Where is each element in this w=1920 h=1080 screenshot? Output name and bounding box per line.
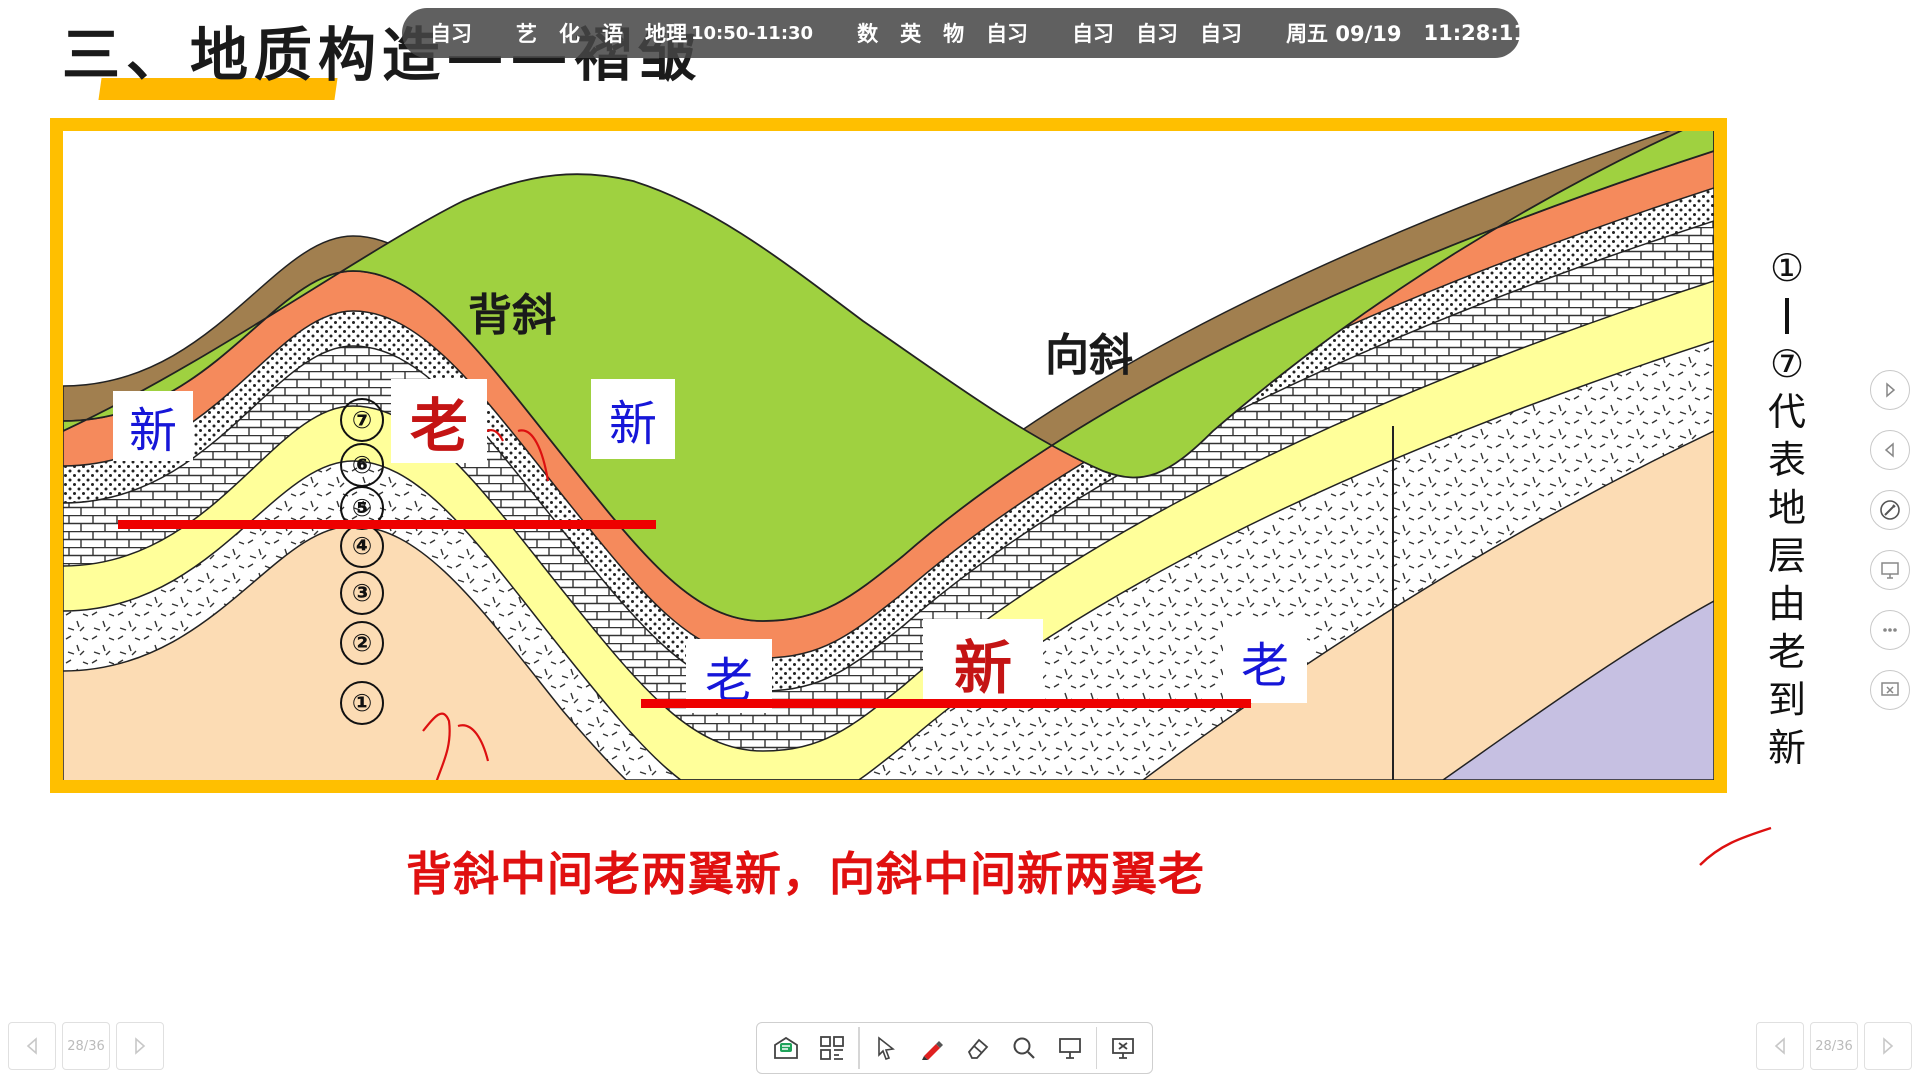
presentation-toolbar bbox=[756, 1022, 1153, 1074]
note-char: 层 bbox=[1767, 534, 1806, 578]
screen-share-icon[interactable] bbox=[1870, 550, 1910, 590]
note-char: 代 bbox=[1767, 390, 1806, 434]
schedule-period: 自习 bbox=[1072, 22, 1115, 46]
note-char: 由 bbox=[1767, 582, 1806, 626]
schedule-period: 物 bbox=[943, 22, 965, 46]
fold-diagram: 背斜 向斜 ① ② ③ ④ ⑤ ⑥ ⑦ 新 老 新 老 新 老 bbox=[50, 118, 1727, 793]
schedule-period: 自习 bbox=[1200, 22, 1243, 46]
schedule-period: 英 bbox=[900, 22, 922, 46]
strata-order-note: ① ⑦ 代 表 地 层 由 老 到 新 bbox=[1762, 244, 1812, 772]
note-char: 地 bbox=[1767, 486, 1806, 530]
schedule-period: 自习 bbox=[1136, 22, 1179, 46]
exit-fullscreen-icon[interactable] bbox=[1870, 670, 1910, 710]
fold-cross-section bbox=[63, 131, 1714, 780]
schedule-current-time: 10:50-11:30 bbox=[691, 22, 814, 44]
schedule-clock: 11:28:11 bbox=[1423, 21, 1528, 45]
end-show-icon[interactable] bbox=[1100, 1025, 1146, 1071]
syncline-right-label: 老 bbox=[1223, 619, 1307, 703]
syncline-red-line bbox=[641, 699, 1251, 708]
layer-number-7: ⑦ bbox=[340, 398, 384, 442]
message-icon[interactable] bbox=[763, 1025, 809, 1071]
next-page-button[interactable] bbox=[116, 1022, 164, 1070]
layer-number-3: ③ bbox=[340, 571, 384, 615]
schedule-period: 化 bbox=[559, 22, 580, 46]
schedule-period: 自习 bbox=[986, 22, 1029, 46]
toolbar-separator bbox=[858, 1027, 860, 1069]
anticline-center-label: 老 bbox=[391, 379, 487, 463]
anticline-label: 背斜 bbox=[468, 290, 556, 341]
prev-page-button[interactable] bbox=[1756, 1022, 1804, 1070]
eraser-icon[interactable] bbox=[955, 1025, 1001, 1071]
layer-number-6: ⑥ bbox=[340, 443, 384, 487]
syncline-center-label: 新 bbox=[923, 619, 1043, 707]
syncline-label: 向斜 bbox=[1045, 330, 1133, 381]
note-char: 到 bbox=[1767, 678, 1806, 722]
play-next-icon[interactable] bbox=[1870, 370, 1910, 410]
class-schedule-bar: 自习 艺 化 语 地理 10:50-11:30 数 英 物 自习 自习 自习 自… bbox=[402, 8, 1528, 58]
ground-surface bbox=[63, 131, 1714, 622]
schedule-period: 数 bbox=[857, 22, 879, 46]
schedule-period: 语 bbox=[602, 22, 623, 46]
page-indicator: 28/36 bbox=[62, 1022, 110, 1070]
page-nav-left: 28/36 bbox=[8, 1022, 164, 1070]
layer-number-1: ① bbox=[340, 681, 384, 725]
magnifier-icon[interactable] bbox=[1001, 1025, 1047, 1071]
schedule-period-current: 地理 bbox=[645, 22, 687, 46]
note-end-number: ⑦ bbox=[1769, 342, 1805, 386]
layer-number-5: ⑤ bbox=[340, 486, 384, 530]
basement-layer bbox=[1441, 600, 1714, 780]
next-page-button[interactable] bbox=[1864, 1022, 1912, 1070]
toolbar-separator bbox=[1095, 1027, 1097, 1069]
prev-page-button[interactable] bbox=[8, 1022, 56, 1070]
page-indicator: 28/36 bbox=[1810, 1022, 1858, 1070]
note-char: 新 bbox=[1767, 726, 1806, 770]
handwriting-stroke bbox=[1699, 826, 1772, 866]
schedule-day-date: 周五 09/19 bbox=[1286, 22, 1402, 46]
pointer-icon[interactable] bbox=[863, 1025, 909, 1071]
note-range-bar bbox=[1785, 298, 1789, 334]
whiteboard-icon[interactable] bbox=[1047, 1025, 1093, 1071]
anticline-left-label: 新 bbox=[113, 391, 193, 461]
anticline-red-line bbox=[118, 520, 656, 529]
pen-icon[interactable] bbox=[909, 1025, 955, 1071]
schedule-period: 自习 bbox=[430, 22, 472, 46]
more-icon[interactable] bbox=[1870, 610, 1910, 650]
note-char: 表 bbox=[1767, 438, 1806, 482]
pen-settings-icon[interactable] bbox=[1870, 490, 1910, 530]
play-prev-icon[interactable] bbox=[1870, 430, 1910, 470]
summary-text: 背斜中间老两翼新，向斜中间新两翼老 bbox=[406, 847, 1205, 901]
anticline-right-label: 新 bbox=[591, 379, 675, 459]
page-nav-right: 28/36 bbox=[1756, 1022, 1912, 1070]
schedule-period: 艺 bbox=[516, 22, 537, 46]
qr-code-icon[interactable] bbox=[809, 1025, 855, 1071]
note-char: 老 bbox=[1767, 630, 1806, 674]
layer-number-4: ④ bbox=[340, 524, 384, 568]
layer-number-2: ② bbox=[340, 621, 384, 665]
note-start-number: ① bbox=[1769, 246, 1805, 290]
handwriting-mark bbox=[422, 712, 490, 780]
right-tool-column bbox=[1870, 370, 1912, 730]
